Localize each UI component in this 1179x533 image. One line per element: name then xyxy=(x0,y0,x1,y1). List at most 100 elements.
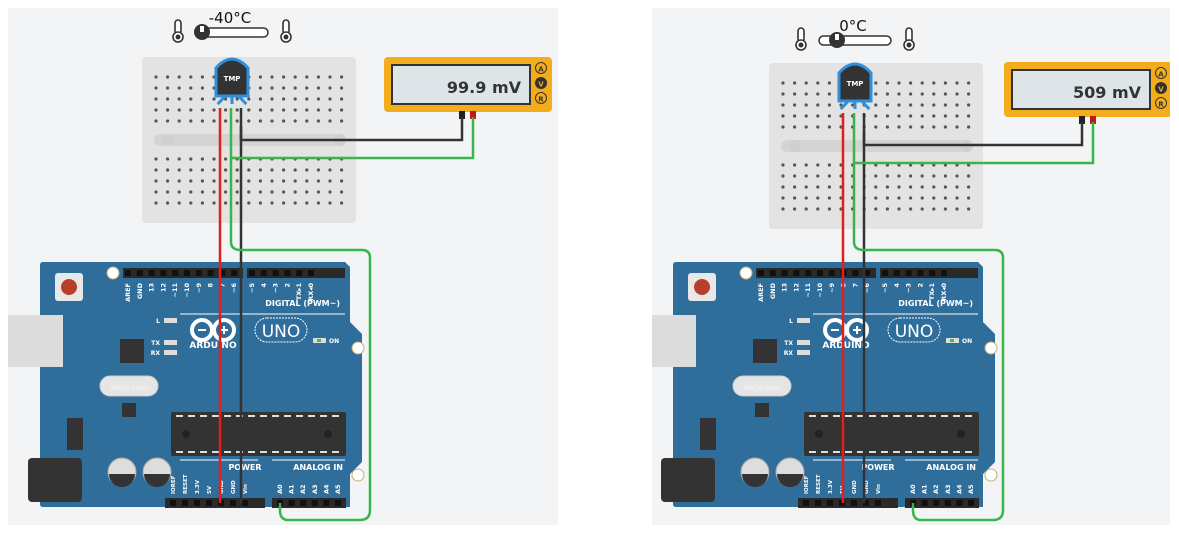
digital-pin[interactable] xyxy=(207,270,214,276)
digital-pin[interactable] xyxy=(148,270,155,276)
digital-pin[interactable] xyxy=(941,270,947,276)
analog-header xyxy=(905,498,979,508)
power-pin[interactable] xyxy=(230,500,236,506)
digital-pin[interactable] xyxy=(769,270,776,276)
power-pin[interactable] xyxy=(206,500,212,506)
hot-thermometer-icon xyxy=(280,19,292,43)
pin-label: 2 xyxy=(916,283,924,288)
pin-label: ~10 xyxy=(183,283,191,298)
analog-pin[interactable] xyxy=(311,500,318,506)
digital-pin[interactable] xyxy=(195,270,202,276)
wire-green-meter[interactable] xyxy=(229,108,475,160)
digital-pin[interactable] xyxy=(905,270,912,276)
multimeter-reading: 509 mV xyxy=(1073,83,1142,102)
mode-button-a[interactable]: A xyxy=(535,62,547,74)
power-pin[interactable] xyxy=(827,500,833,506)
analog-pin[interactable] xyxy=(933,500,940,506)
digital-pin[interactable] xyxy=(249,270,255,276)
power-pin[interactable] xyxy=(182,500,188,506)
wire-green-a0[interactable] xyxy=(229,158,372,522)
mode-button-r[interactable]: R xyxy=(535,92,547,104)
pin-label: GND xyxy=(852,480,858,494)
wires xyxy=(841,113,1095,522)
digital-header-label: DIGITAL (PWM~) xyxy=(265,299,340,308)
digital-pin[interactable] xyxy=(125,270,131,276)
power-header xyxy=(165,498,265,508)
temperature-slider[interactable] xyxy=(172,19,292,43)
analog-header xyxy=(272,498,346,508)
analog-pin[interactable] xyxy=(921,500,928,506)
pin-label: A3 xyxy=(311,484,319,494)
cold-thermometer-icon xyxy=(795,27,807,51)
tmp36-sensor[interactable]: TMP xyxy=(214,57,250,106)
digital-pin[interactable] xyxy=(172,270,179,276)
power-pin[interactable] xyxy=(815,500,821,506)
voltage-regulator xyxy=(67,418,83,450)
digital-pin[interactable] xyxy=(917,270,924,276)
mounting-hole xyxy=(739,266,753,280)
mode-button-v[interactable]: V xyxy=(535,77,547,89)
wires xyxy=(218,108,475,522)
pin-label: ~11 xyxy=(804,283,812,298)
pin-label: TX▸1 xyxy=(928,283,936,301)
pin-label: A1 xyxy=(921,484,929,494)
mode-label: V xyxy=(1158,86,1164,94)
analog-pin[interactable] xyxy=(300,500,307,506)
digital-pin[interactable] xyxy=(864,270,871,276)
digital-pin[interactable] xyxy=(184,270,190,276)
pin-label: IOREF xyxy=(171,475,177,494)
digital-pin[interactable] xyxy=(805,270,812,276)
power-pin[interactable] xyxy=(851,500,857,506)
wire-green-a0[interactable] xyxy=(852,163,1005,522)
pin-label: ~5 xyxy=(881,283,889,293)
power-pin[interactable] xyxy=(875,500,881,506)
tmp36-sensor[interactable]: TMP xyxy=(837,62,873,111)
digital-pin[interactable] xyxy=(296,270,303,276)
digital-pin[interactable] xyxy=(308,270,314,276)
status-led xyxy=(797,318,810,323)
digital-pin[interactable] xyxy=(219,270,226,276)
digital-pin[interactable] xyxy=(781,270,788,276)
hot-thermometer-icon xyxy=(903,27,915,51)
digital-pin[interactable] xyxy=(793,270,800,276)
digital-pin[interactable] xyxy=(260,270,267,276)
digital-pin[interactable] xyxy=(758,270,764,276)
analog-pin[interactable] xyxy=(944,500,951,506)
digital-pin[interactable] xyxy=(284,270,291,276)
mode-button-r[interactable]: R xyxy=(1155,97,1167,109)
digital-pin[interactable] xyxy=(136,270,143,276)
wire-black-meter[interactable] xyxy=(862,122,1084,147)
multimeter[interactable]: 509 mV AVR xyxy=(1004,62,1170,124)
power-pin[interactable] xyxy=(242,500,248,506)
digital-pin[interactable] xyxy=(817,270,823,276)
analog-pin[interactable] xyxy=(323,500,330,506)
digital-pin[interactable] xyxy=(929,270,936,276)
digital-pin[interactable] xyxy=(231,270,238,276)
digital-pin[interactable] xyxy=(882,270,888,276)
mode-button-v[interactable]: V xyxy=(1155,82,1167,94)
mode-button-a[interactable]: A xyxy=(1155,67,1167,79)
wire-black-meter[interactable] xyxy=(239,117,464,142)
on-label: ON xyxy=(962,338,972,345)
analog-pin[interactable] xyxy=(968,500,974,506)
digital-pin[interactable] xyxy=(160,270,167,276)
temperature-slider[interactable] xyxy=(795,27,915,51)
analog-pin[interactable] xyxy=(956,500,963,506)
pin-label: Vin xyxy=(243,484,249,494)
power-pin[interactable] xyxy=(194,500,200,506)
digital-pin[interactable] xyxy=(272,270,279,276)
on-label: ON xyxy=(329,338,339,345)
analog-pin[interactable] xyxy=(335,500,341,506)
power-pin[interactable] xyxy=(170,500,176,506)
analog-pin[interactable] xyxy=(288,500,295,506)
digital-pin[interactable] xyxy=(852,270,859,276)
wire-green-meter[interactable] xyxy=(852,113,1095,165)
power-pin[interactable] xyxy=(863,500,869,506)
power-pin[interactable] xyxy=(803,500,809,506)
digital-pin[interactable] xyxy=(828,270,835,276)
digital-pin[interactable] xyxy=(893,270,900,276)
digital-header-left xyxy=(756,268,876,278)
pin-label: GND xyxy=(864,480,870,494)
